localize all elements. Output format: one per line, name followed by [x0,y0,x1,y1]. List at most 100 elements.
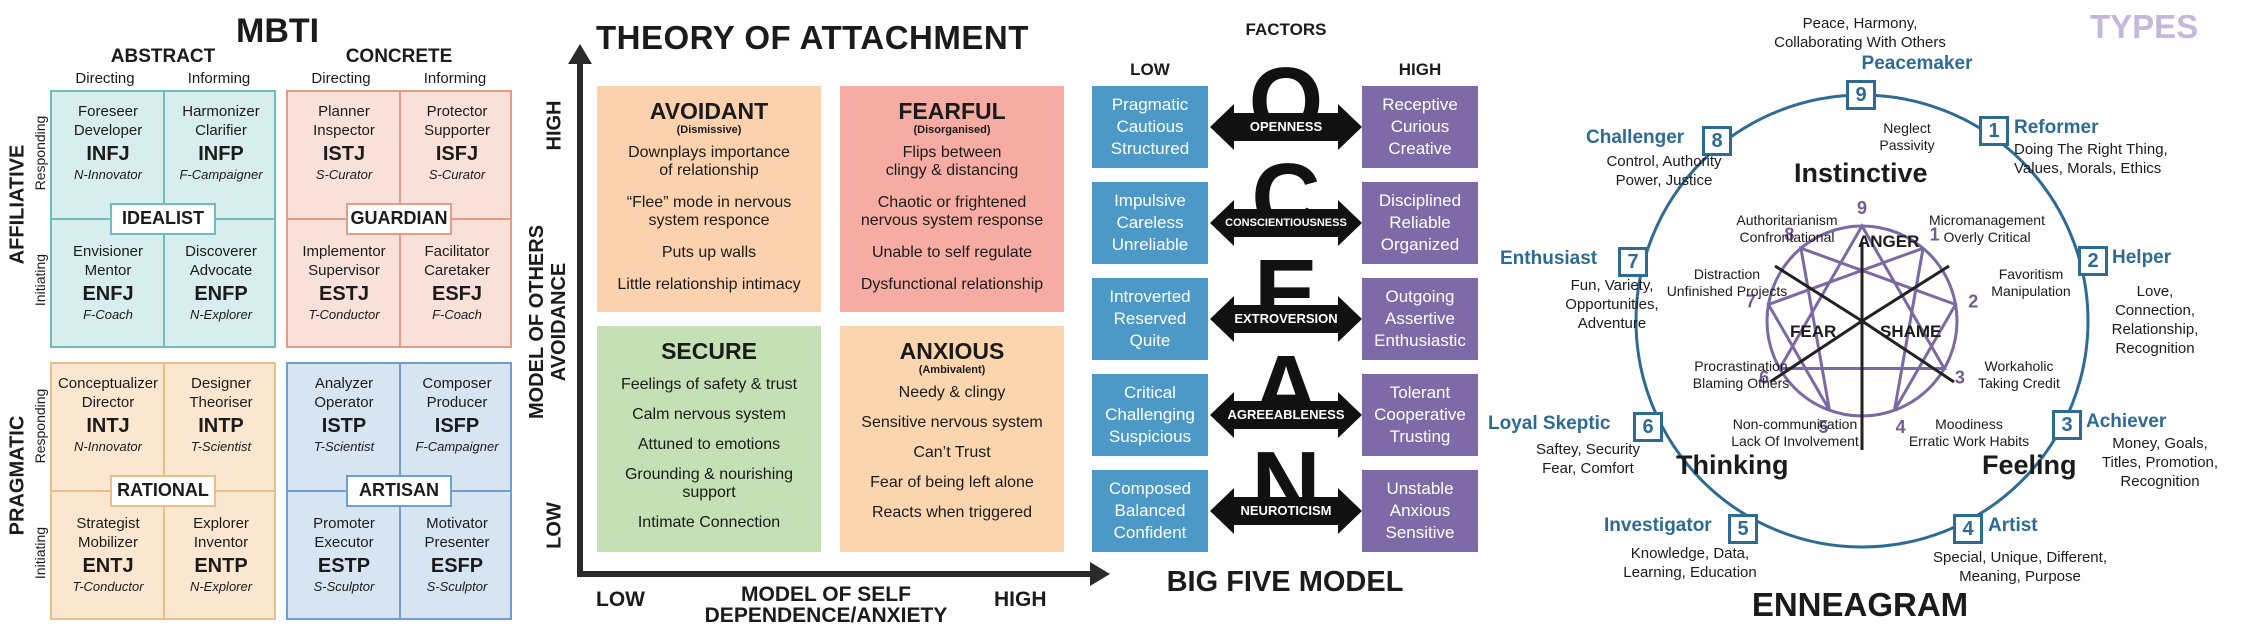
enneagram-point-number: 8 [1784,224,1794,244]
type-motivations: Fun, Variety, Opportunities, Adventure [1565,277,1659,332]
type-unhealthy-traits: Workaholic Taking Credit [1978,358,2060,391]
attachment-style-subtitle: (Disorganised) [913,124,991,136]
type-number-badge: 7 [1618,247,1648,277]
enneagram-point-number: 4 [1896,417,1906,437]
type-nickname: T-Scientist [190,439,252,454]
type-roles: Conceptualizer Director [57,375,159,411]
type-nickname: F-Campaigner [415,439,499,454]
double-arrow-icon [1210,488,1362,534]
type-name: Investigator [1604,515,1712,536]
type-code: ENFP [194,283,248,305]
type-number-badge: 3 [2052,410,2082,440]
ocean-factor-name: EXTROVERSION [1234,311,1338,326]
type-motivations: Knowledge, Data, Learning, Education [1623,545,1757,581]
type-code: ESFJ [431,283,483,305]
ocean-low-trait: Composed Balanced Confident [1092,470,1208,552]
type-unhealthy-traits: Moodiness Erratic Work Habits [1908,416,2030,449]
type-roles: Composer Producer [422,375,492,411]
type-code: ESFP [430,555,484,577]
type-name: Helper [2112,247,2172,268]
attachment-trait: Needy & clingy [898,384,1006,401]
type-roles: Foreseer Developer [73,103,143,139]
attachment-trait: Intimate Connection [637,514,781,531]
type-nickname: S-Curator [428,167,486,182]
type-unhealthy-traits: Non-communication Lack Of Involvement [1731,416,1859,449]
y-axis-title: MODEL OF OTHERS AVOIDANCE [526,224,570,420]
attachment-style-name: SECURE [661,338,757,364]
type-nickname: S-Curator [315,167,373,182]
attachment-style-subtitle: (Dismissive) [676,124,742,136]
type-motivations: Love, Connection, Relationship, Recognit… [2111,283,2199,357]
type-name: Peacemaker [1861,53,1973,74]
attachment-trait: Calm nervous system [632,406,786,423]
type-unhealthy-traits: Micromanagement Overly Critical [1929,212,2045,245]
attachment-trait: Reacts when triggered [871,504,1033,521]
directing-label: Directing [75,70,135,87]
attachment-style-name: AVOIDANT [649,98,769,124]
type-roles: Implementor Supervisor [302,243,386,279]
ocean-factor-name: AGREEABLENESS [1227,407,1345,422]
ocean-low-trait: Impulsive Careless Unreliable [1092,182,1208,264]
type-number-badge: 1 [1979,116,2009,146]
type-code: ISFP [434,415,480,437]
directing-label: Directing [311,70,371,87]
attachment-trait: Can’t Trust [913,444,991,461]
type-code: INFJ [86,143,130,165]
ocean-high-trait: Outgoing Assertive Enthusiastic [1362,278,1478,360]
enneagram-point-number: 5 [1818,417,1828,437]
type-unhealthy-traits: Procrastination Blaming Others [1692,358,1790,391]
type-roles: Strategist Mobilizer [76,515,140,551]
type-unhealthy-traits: Neglect Passivity [1879,120,1935,153]
type-name: Enthusiast [1500,248,1598,269]
type-motivations: Money, Goals, Titles, Promotion, Recogni… [2101,435,2219,490]
attachment-trait: Fear of being left alone [870,474,1034,491]
attachment-style-box: AVOIDANT(Dismissive)Downplays importance… [597,86,821,312]
double-arrow-icon [1210,296,1362,342]
temperament-label: RATIONAL [110,475,216,507]
type-motivations: Peace, Harmony, Collaborating With Other… [1774,15,1946,51]
type-name: Artist [1988,515,2038,536]
attachment-style-name: FEARFUL [898,98,1006,124]
ocean-low-trait: Introverted Reserved Quite [1092,278,1208,360]
attachment-trait: Unable to self regulate [871,244,1033,261]
attachment-trait: Sensitive nervous system [861,414,1043,431]
type-unhealthy-traits: Favoritism Manipulation [1991,266,2071,299]
type-nickname: S-Sculptor [426,579,488,594]
x-low-label: LOW [596,588,645,611]
spacer [597,364,821,376]
type-code: ESTP [317,555,371,577]
initiating-label: Initiating [32,526,48,580]
attachment-trait: “Flee” mode in nervous system responce [626,194,792,229]
attachment-style-box: FEARFUL(Disorganised) Flips between cling… [840,86,1064,312]
type-name: Loyal Skeptic [1488,413,1611,434]
type-nickname: N-Innovator [74,439,142,454]
ocean-high-trait: Receptive Curious Creative [1362,86,1478,168]
type-number-badge: 8 [1702,126,1732,156]
type-name: Reformer [2014,117,2099,138]
mbti-title: MBTI [236,12,320,50]
type-code: ISTP [321,415,367,437]
ocean-factor-name: CONSCIENTIOUSNESS [1225,217,1347,229]
attachment-trait: Flips between clingy & distancing [885,144,1019,179]
big-five-title: BIG FIVE MODEL [1166,566,1404,598]
type-unhealthy-traits: Authoritarianism Confrontational [1736,212,1838,245]
attachment-trait: Little relationship intimacy [617,276,801,293]
pragmatic-label: PRAGMATIC [6,415,29,536]
double-arrow-icon [1210,200,1362,246]
type-unhealthy-traits: Distraction Unfinished Projects [1666,266,1788,299]
low-header: LOW [1130,60,1170,79]
ocean-factor-name: NEUROTICISM [1240,503,1332,518]
type-code: INTP [198,415,244,437]
type-nickname: F-Coach [83,307,133,322]
